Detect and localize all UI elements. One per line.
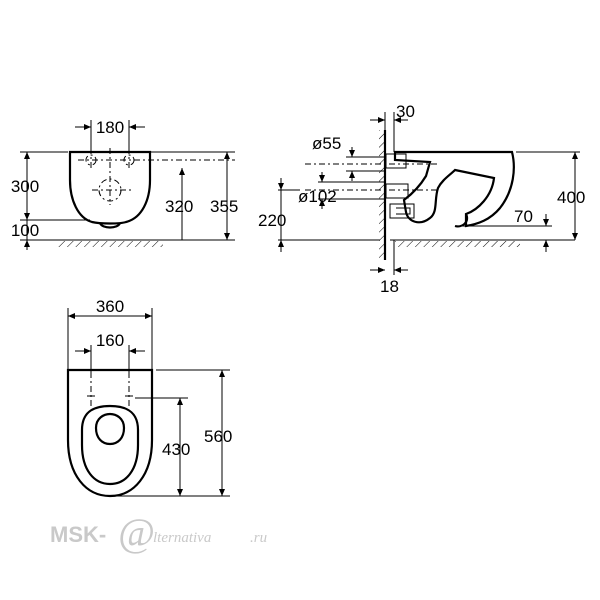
front-bowl-outline <box>68 150 152 225</box>
dim-top-hole-distance: 430 <box>162 440 190 459</box>
dim-side-total-height: 400 <box>557 188 585 207</box>
dim-side-bottom-offset: 18 <box>380 277 399 296</box>
dim-top-hole-spacing: 160 <box>96 331 124 350</box>
dim-front-height-bottom: 100 <box>11 221 39 240</box>
dim-front-total-height: 355 <box>210 197 238 216</box>
watermark-brand-left: MSK- <box>50 522 106 547</box>
front-view: 180 300 100 320 355 <box>11 118 238 250</box>
dim-side-diam-small: ø55 <box>312 134 341 153</box>
top-seat-opening <box>94 412 126 446</box>
dim-top-length: 560 <box>204 427 232 446</box>
side-bowl-outline <box>393 150 515 228</box>
watermark-domain: .ru <box>250 530 267 546</box>
dim-side-outlet-height: 70 <box>514 207 533 226</box>
side-view: 30 ø55 ø102 220 400 70 18 <box>258 102 585 296</box>
side-pipe-upper <box>385 153 407 169</box>
dim-top-width: 360 <box>96 297 124 316</box>
side-wall-hatch <box>379 130 385 260</box>
dim-side-wall-offset: 30 <box>396 102 415 121</box>
watermark: MSK- @ lternativa .ru <box>50 510 267 555</box>
dim-front-axis-height: 320 <box>165 197 193 216</box>
dim-front-height-top: 300 <box>11 177 39 196</box>
dim-front-width: 180 <box>96 118 124 137</box>
top-view: 360 160 430 560 <box>66 297 232 498</box>
side-pipe-lower <box>385 183 409 199</box>
side-drain-fitting <box>389 203 415 219</box>
dim-side-diam-large: ø102 <box>298 187 337 206</box>
watermark-brand-right: lternativa <box>153 530 211 546</box>
top-bowl-outline <box>66 368 154 498</box>
dim-side-height-220: 220 <box>258 211 286 230</box>
watermark-brand-mark: @ <box>118 510 155 555</box>
